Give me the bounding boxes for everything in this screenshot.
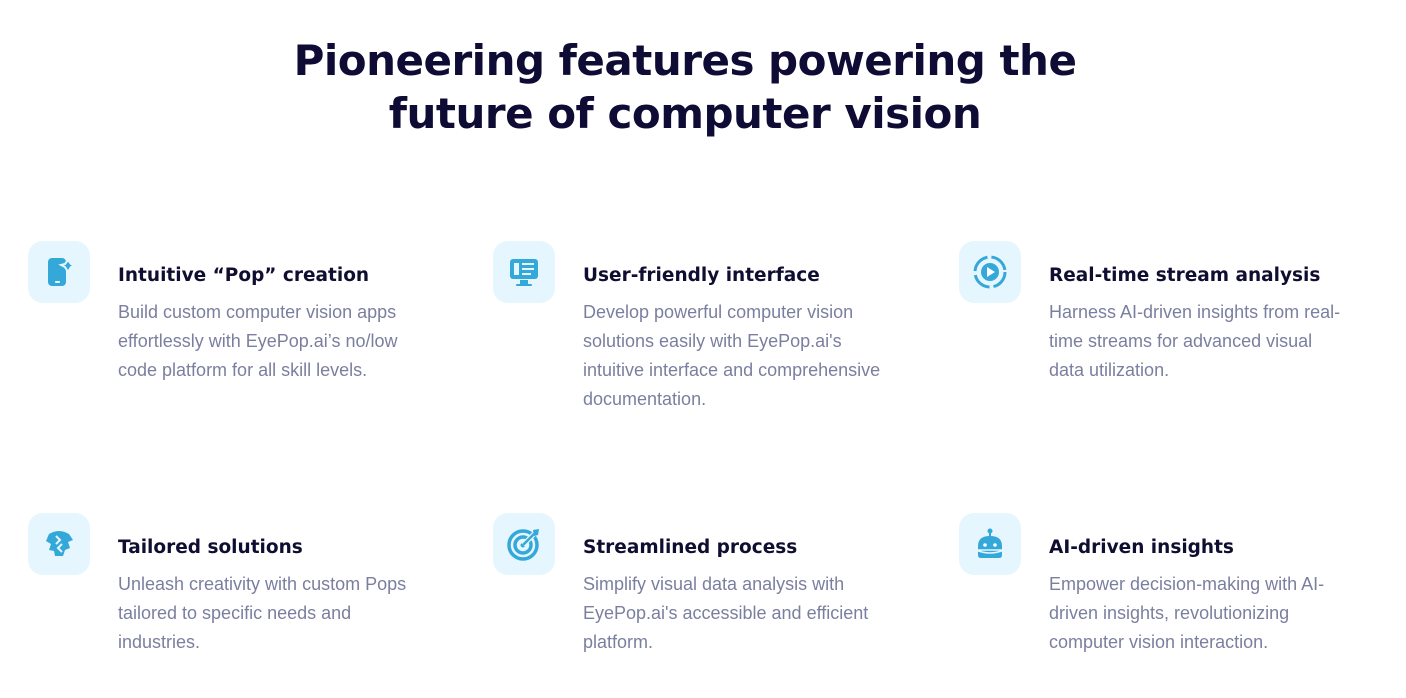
feature-stream-analysis: Real-time stream analysis Harness AI-dri… (959, 241, 1399, 421)
feature-description: Unleash creativity with custom Pops tail… (118, 574, 407, 652)
feature-title: AI-driven insights (1049, 537, 1234, 558)
feature-title: Real-time stream analysis (1049, 265, 1321, 286)
feature-ai-insights: AI-driven insights Empower decision-maki… (959, 513, 1399, 693)
feature-pop-creation: Intuitive “Pop” creation Build custom co… (28, 241, 468, 421)
feature-tailored: Tailored solutions Unleash creativity wi… (28, 513, 468, 693)
stream-play-icon (959, 241, 1021, 303)
feature-title: User-friendly interface (583, 265, 820, 286)
monitor-icon (493, 241, 555, 303)
feature-title: Intuitive “Pop” creation (118, 265, 370, 286)
feature-description: Build custom computer vision apps effort… (118, 302, 398, 380)
title-line-1: Pioneering features powering the (293, 36, 1077, 85)
feature-title: Tailored solutions (118, 537, 303, 558)
title-line-2: future of computer vision (388, 89, 982, 138)
feature-description: Harness AI-driven insights from real-tim… (1049, 302, 1341, 380)
feature-description: Develop powerful computer vision solutio… (583, 302, 881, 409)
feature-title: Streamlined process (583, 537, 798, 558)
feature-description: Simplify visual data analysis with EyePo… (583, 574, 869, 652)
target-icon (493, 513, 555, 575)
feature-user-friendly: User-friendly interface Develop powerful… (493, 241, 933, 421)
feature-description: Empower decision-making with AI-driven i… (1049, 574, 1325, 652)
phone-sparkle-icon (28, 241, 90, 303)
puzzle-head-icon (28, 513, 90, 575)
feature-streamlined: Streamlined process Simplify visual data… (493, 513, 933, 693)
robot-icon (959, 513, 1021, 575)
